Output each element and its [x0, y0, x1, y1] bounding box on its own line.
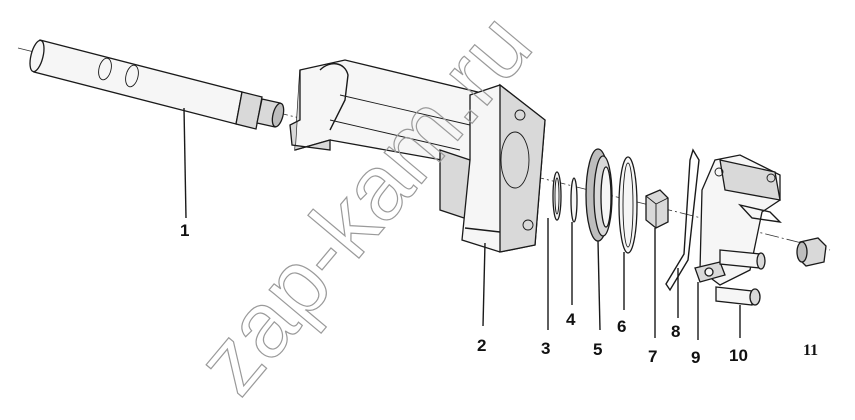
part-3-ring [552, 171, 562, 221]
part-10-bolts [715, 249, 766, 306]
part-2-housing [289, 59, 546, 253]
callout-7: 7 [648, 347, 657, 366]
callout-1: 1 [180, 221, 189, 240]
callout-10: 10 [729, 346, 748, 365]
part-6-ring [618, 156, 638, 254]
callout-3: 3 [541, 339, 550, 358]
callout-6: 6 [617, 317, 626, 336]
leader-lines [183, 107, 741, 340]
callout-2: 2 [477, 336, 486, 355]
callout-4: 4 [566, 310, 576, 329]
callout-5: 5 [593, 340, 602, 359]
callout-8: 8 [671, 322, 680, 341]
part-1-shaft [29, 39, 285, 130]
part-5-bearing [585, 148, 613, 242]
callout-9: 9 [691, 348, 700, 367]
part-8-gasket [665, 148, 700, 292]
part-11-plug [796, 237, 827, 267]
callout-11: 11 [803, 342, 818, 359]
part-4-ring [570, 177, 578, 223]
part-7-nut [645, 189, 669, 229]
